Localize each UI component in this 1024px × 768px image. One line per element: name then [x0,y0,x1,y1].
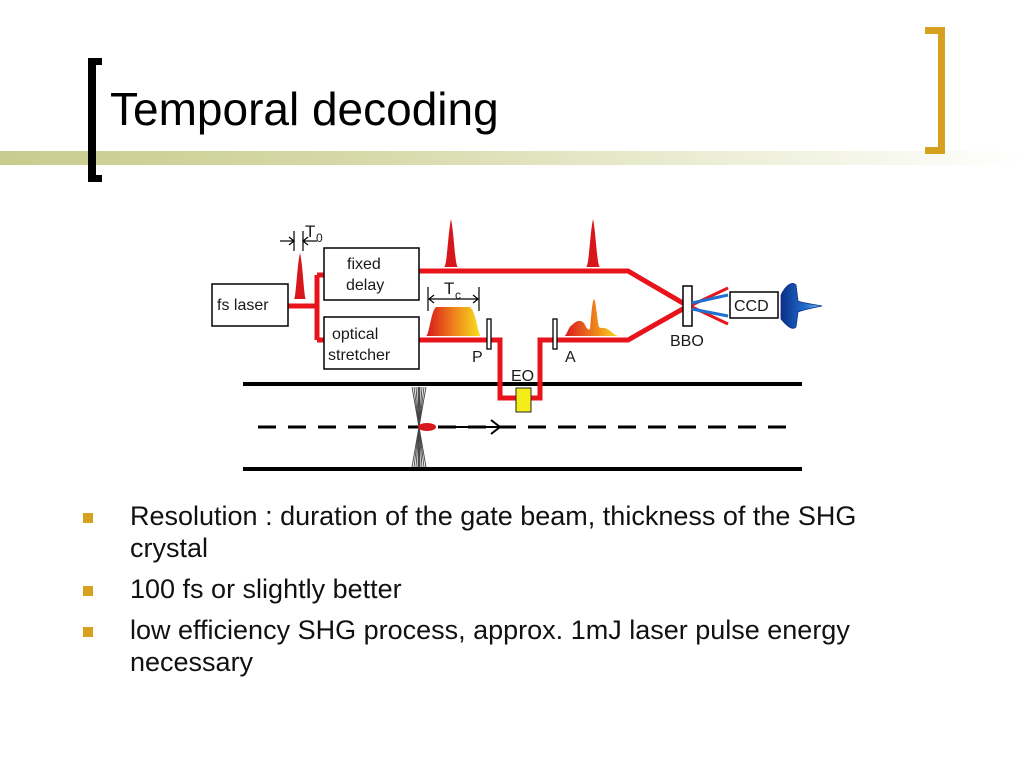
fixed-delay-label-line1: fixed [347,256,381,273]
bbo-crystal [682,285,693,327]
optical-stretcher-box [323,316,420,370]
bullet-item-resolution: Resolution : duration of the gate beam, … [80,500,940,564]
ccd-label: CCD [734,298,769,315]
slide-title: Temporal decoding [110,83,499,135]
t0-subscript: 0 [316,231,323,245]
ccd-signal-trace [780,283,823,329]
tc-arrowhead-left [428,294,435,304]
fixed-delay-label-line2: delay [346,277,384,294]
laser-beam-paths [288,268,690,401]
bullet-square-icon [83,586,93,596]
tc-arrowhead-right [472,294,479,304]
bullet-item-100fs: 100 fs or slightly better [80,573,940,605]
right-bracket [925,27,945,154]
ccd-box [729,291,779,319]
bullet-item-efficiency: low efficiency SHG process, approx. 1mJ … [80,614,940,678]
t0-arrowhead-right [302,236,309,246]
title-underline [0,151,1024,165]
analyzer-label: A [565,349,576,366]
electron-bunch [418,423,436,431]
fs-laser-label: fs laser [217,297,269,314]
bullet-text: low efficiency SHG process, approx. 1mJ … [130,615,850,677]
bullet-text: Resolution : duration of the gate beam, … [130,501,857,563]
tc-subscript: c [455,288,461,302]
delayed-pulse-2 [586,219,600,267]
stretched-pulse [426,307,481,336]
temporal-decoding-diagram: T 0 fs laser fixed delay optical stretch… [211,219,823,471]
bullet-square-icon [83,627,93,637]
shg-output-beams [691,286,729,326]
delayed-pulse-1 [444,219,458,267]
optical-stretcher-label-line1: optical [332,326,378,343]
t0-label: T [305,222,315,241]
fs-laser-box [211,283,289,327]
tc-label: T [444,279,454,298]
eo-crystal [515,387,532,413]
polarizer-label: P [472,349,483,366]
polarizer-plate [486,318,492,350]
input-laser-pulse [294,253,306,299]
bullet-square-icon [83,513,93,523]
bullet-text: 100 fs or slightly better [130,574,402,604]
analyzer-plate [552,318,558,350]
t0-arrowhead-left [288,236,295,246]
left-bracket [88,58,102,182]
eo-label: EO [511,368,534,385]
fixed-delay-box [323,247,420,301]
optical-stretcher-label-line2: stretcher [328,347,391,364]
bbo-label: BBO [670,333,704,350]
bullet-list: Resolution : duration of the gate beam, … [80,500,940,687]
bunch-direction-arrowhead [490,419,502,435]
modulated-pulse [564,299,620,336]
